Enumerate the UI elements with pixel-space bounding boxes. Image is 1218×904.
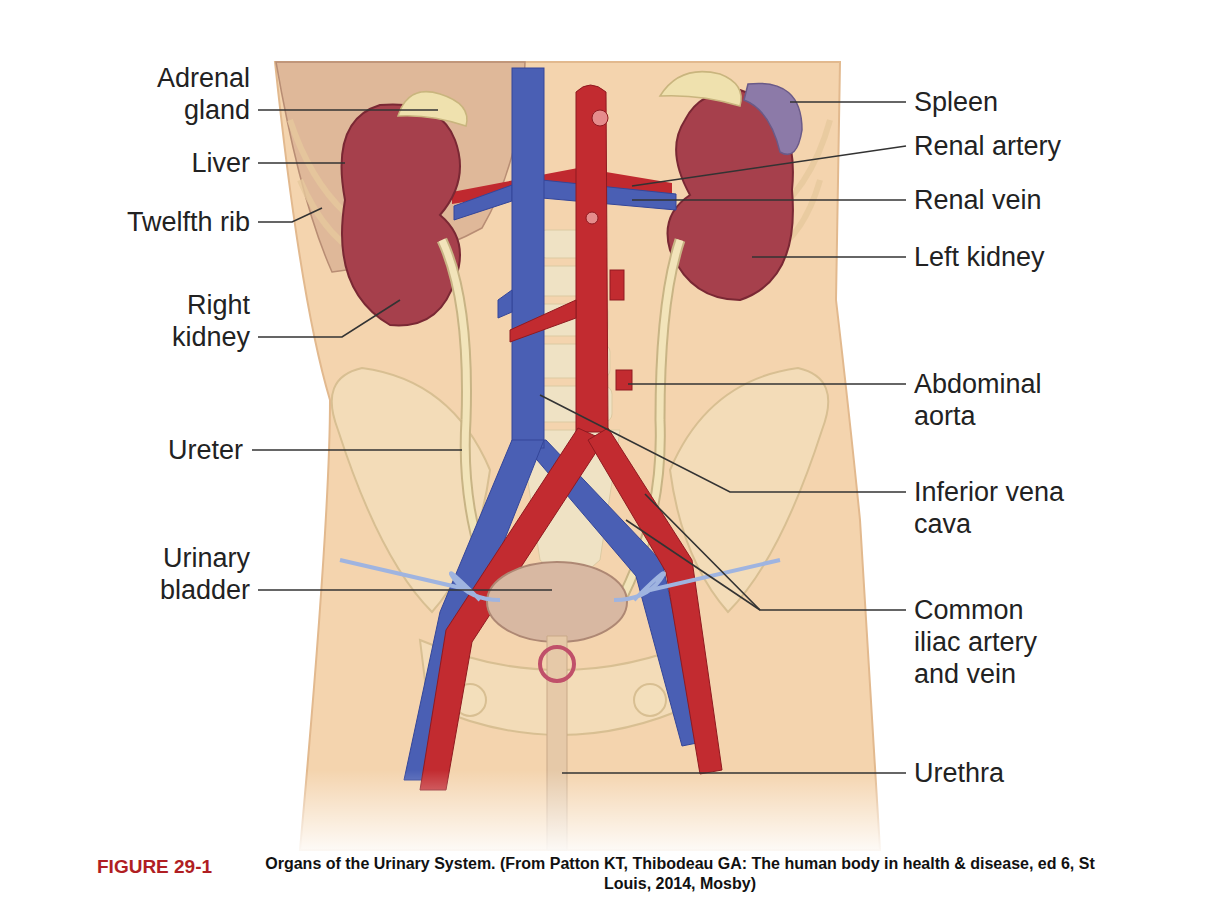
kidneys	[342, 90, 793, 325]
adrenal-label: Adrenal gland	[110, 62, 250, 126]
bladder-label: Urinary bladder	[110, 542, 250, 606]
adrenal-glands	[398, 72, 741, 126]
spleen	[744, 83, 802, 154]
kidney-label: Right kidney	[110, 289, 250, 353]
torso	[275, 62, 880, 850]
urethra-label: Urethra	[914, 757, 1004, 789]
arteries	[420, 85, 722, 790]
rib-label: Twelfth rib	[127, 206, 250, 238]
spleen-label: Spleen	[914, 86, 998, 118]
bottom-fade	[270, 770, 890, 860]
kidney-label: Left kidney	[914, 241, 1045, 273]
iliac-label: Common iliac artery and vein	[914, 594, 1074, 690]
aorta-label: Abdominal aorta	[914, 368, 1074, 432]
artery-label: Renal artery	[914, 130, 1061, 162]
vein-label: Renal vein	[914, 184, 1042, 216]
vena-cava-label: Inferior vena cava	[914, 476, 1074, 540]
figure-caption: Organs of the Urinary System. (From Patt…	[240, 854, 1120, 894]
liver-label: Liver	[191, 147, 250, 179]
ureter-label: Ureter	[168, 434, 243, 466]
leader-lines	[252, 102, 906, 773]
figure-number: FIGURE 29-1	[97, 855, 212, 879]
